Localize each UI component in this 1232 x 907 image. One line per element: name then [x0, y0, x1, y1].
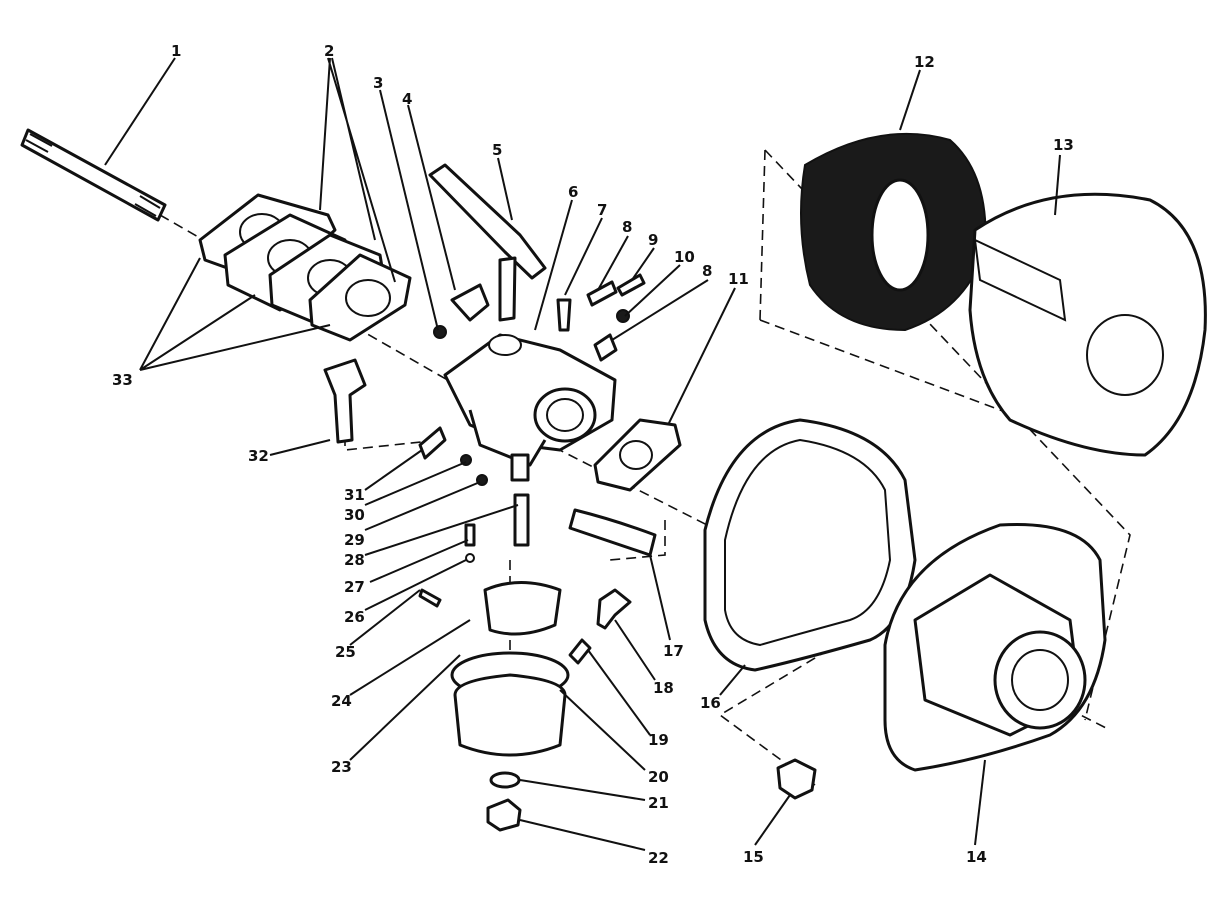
callout-15: 15	[743, 848, 764, 866]
gasket-stack	[198, 193, 412, 342]
carburetor-body	[443, 333, 617, 482]
callout-labels: 1 2 3 4 5 6 7 8 9 10 8 11 12 13 14 15 16…	[112, 42, 1074, 867]
callout-29: 29	[344, 531, 365, 549]
stud-part	[20, 128, 167, 222]
callout-13: 13	[1053, 136, 1074, 154]
callout-12: 12	[914, 53, 935, 71]
callout-33: 33	[112, 371, 133, 389]
small-hardware	[323, 358, 530, 608]
callout-30: 30	[344, 506, 365, 524]
throttle-lever	[428, 163, 547, 322]
air-cleaner-base	[703, 418, 917, 672]
callout-21: 21	[648, 794, 669, 812]
callout-2: 2	[324, 42, 334, 60]
leader-lines	[104, 57, 1061, 851]
callout-9: 9	[648, 231, 658, 249]
callout-32: 32	[248, 447, 269, 465]
callout-4: 4	[402, 90, 412, 108]
callout-25: 25	[335, 643, 356, 661]
callout-26: 26	[344, 608, 365, 626]
bowl-washer-bolt	[486, 771, 522, 832]
callout-5: 5	[492, 141, 502, 159]
breather-hose	[568, 508, 657, 557]
needle-and-spring	[568, 588, 632, 665]
callout-3: 3	[373, 74, 383, 92]
callout-8a: 8	[622, 218, 632, 236]
air-cleaner-gasket	[593, 418, 682, 492]
callout-27: 27	[344, 578, 365, 596]
callout-8b: 8	[702, 262, 712, 280]
callout-6: 6	[568, 183, 578, 201]
callout-20: 20	[648, 768, 669, 786]
float-bowl-group	[450, 581, 570, 757]
callout-24: 24	[331, 692, 352, 710]
callout-14: 14	[966, 848, 987, 866]
paper-element	[883, 522, 1107, 772]
callout-22: 22	[648, 849, 669, 867]
callout-10: 10	[674, 248, 695, 266]
adjust-screws	[556, 273, 646, 362]
callout-28: 28	[344, 551, 365, 569]
callout-16: 16	[700, 694, 721, 712]
throttle-plate-parts	[433, 283, 490, 339]
callout-11: 11	[728, 270, 749, 288]
air-cleaner-cover	[968, 192, 1207, 457]
callout-23: 23	[331, 758, 352, 776]
callout-17: 17	[663, 642, 684, 660]
wing-nut	[776, 758, 817, 800]
callout-18: 18	[653, 679, 674, 697]
callout-19: 19	[648, 731, 669, 749]
callout-31: 31	[344, 486, 365, 504]
callout-7: 7	[597, 201, 607, 219]
callout-1: 1	[171, 42, 181, 60]
foam-precleaner	[800, 132, 987, 332]
